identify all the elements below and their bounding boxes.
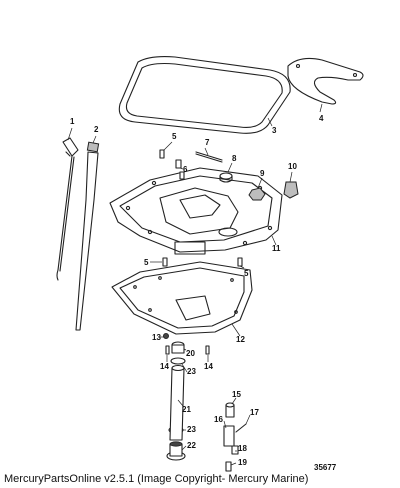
callout-14-left: 14	[160, 362, 169, 371]
callout-17: 17	[250, 408, 259, 417]
lower-gasket-part[interactable]	[111, 261, 253, 335]
callout-labels: 1 2 3 4 5 5 5 6 7 8 9 10 11 12 13 14 14 …	[70, 114, 324, 467]
callout-10: 10	[288, 162, 297, 171]
adapter-plate-part[interactable]	[109, 167, 283, 255]
callout-22: 22	[187, 441, 196, 450]
callout-18: 18	[238, 444, 247, 453]
grommet-part[interactable]	[283, 181, 299, 199]
cap-part[interactable]	[219, 172, 233, 183]
callout-20: 20	[186, 349, 195, 358]
fitting-part[interactable]	[175, 159, 185, 180]
callout-19: 19	[238, 458, 247, 467]
callout-4: 4	[319, 114, 324, 123]
callout-16: 16	[214, 415, 223, 424]
water-tube-part[interactable]	[169, 364, 185, 441]
callout-5-left: 5	[144, 258, 149, 267]
callout-9: 9	[260, 169, 265, 178]
callout-14-right: 14	[204, 362, 213, 371]
callout-2: 2	[94, 125, 99, 134]
seal-ring-part[interactable]	[118, 56, 291, 134]
valve-assembly-part[interactable]	[223, 402, 247, 472]
leader-lines	[67, 103, 323, 466]
callout-15: 15	[232, 390, 241, 399]
callout-21: 21	[182, 405, 191, 414]
small-screw-part[interactable]	[165, 345, 210, 355]
callout-23-top: 23	[187, 367, 196, 376]
callout-5-top: 5	[172, 132, 177, 141]
callout-3: 3	[272, 126, 277, 135]
callout-11: 11	[272, 244, 281, 253]
dipstick-part[interactable]	[56, 137, 79, 281]
callout-23-bottom: 23	[187, 425, 196, 434]
figure-number: 35677	[314, 463, 337, 472]
callout-12: 12	[236, 335, 245, 344]
rod-part[interactable]	[195, 151, 223, 163]
callout-8: 8	[232, 154, 237, 163]
horseshoe-plate-part[interactable]	[287, 57, 364, 105]
bushing-part[interactable]	[162, 332, 185, 354]
callout-1: 1	[70, 117, 75, 126]
callout-6: 6	[183, 165, 188, 174]
dipstick-tube-part[interactable]	[75, 141, 100, 331]
tube-grommet-part[interactable]	[166, 441, 186, 461]
callout-5-right: 5	[244, 269, 249, 278]
callout-13: 13	[152, 333, 161, 342]
image-caption: MercuryPartsOnline v2.5.1 (Image Copyrig…	[4, 473, 309, 485]
callout-7: 7	[205, 138, 210, 147]
nut-part[interactable]	[248, 187, 266, 201]
